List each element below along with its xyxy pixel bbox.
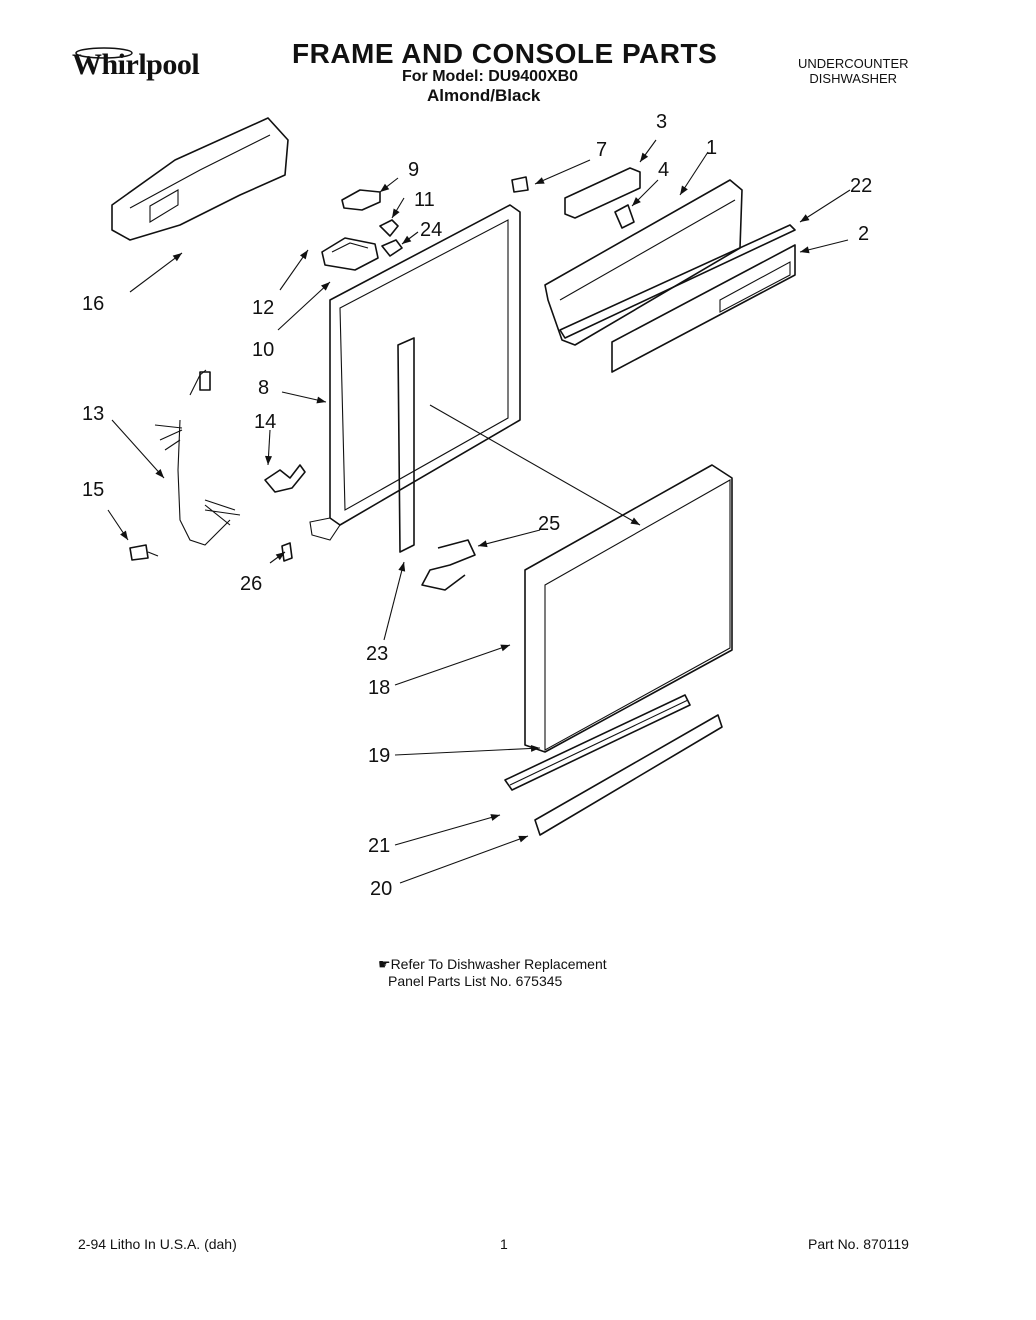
callout-7: 7 xyxy=(596,139,607,161)
callout-26: 26 xyxy=(240,573,262,595)
callout-8: 8 xyxy=(258,377,269,399)
leader-arrowhead-11 xyxy=(535,177,545,184)
leader-arrowhead-8 xyxy=(265,455,273,465)
leader-arrowhead-3 xyxy=(380,183,390,192)
brand-logo: Whirlpool xyxy=(72,48,200,81)
callout-3: 3 xyxy=(656,111,667,133)
part-25-clip xyxy=(421,539,476,591)
part-9-bracket xyxy=(341,189,381,211)
leader-arrowhead-9 xyxy=(120,530,128,540)
part-20-toe-strip xyxy=(534,714,723,836)
leader-arrowhead-4 xyxy=(392,208,400,218)
part-10-switch-housing xyxy=(321,237,379,271)
leader-arrowhead-18 xyxy=(478,540,488,548)
part-15-screw xyxy=(129,544,159,561)
callout-24: 24 xyxy=(420,219,442,241)
callout-11: 11 xyxy=(414,189,435,211)
leader-arrowhead-22 xyxy=(518,835,528,843)
leader-arrowhead-20 xyxy=(530,744,540,752)
callout-21: 21 xyxy=(368,835,390,857)
callout-12: 12 xyxy=(252,297,274,319)
callout-13: 13 xyxy=(82,403,104,425)
part-16-console-housing xyxy=(111,117,289,241)
footer-part-number: Part No. 870119 xyxy=(808,1236,909,1252)
part-18-door-panel xyxy=(524,464,733,753)
part-21-lower-trim xyxy=(504,694,691,791)
callout-14: 14 xyxy=(254,411,276,433)
part-3-bracket xyxy=(564,167,641,219)
leader-arrowhead-23 xyxy=(630,517,640,525)
leader-arrowhead-12 xyxy=(640,152,649,162)
part-13-wire-harness xyxy=(154,369,241,546)
callout-10: 10 xyxy=(252,339,274,361)
callout-9: 9 xyxy=(408,159,419,181)
callout-16: 16 xyxy=(82,293,104,315)
note-line2: Panel Parts List No. 675345 xyxy=(388,973,563,989)
callout-4: 4 xyxy=(658,159,669,181)
leader-arrowhead-1 xyxy=(299,250,308,260)
leader-arrowhead-7 xyxy=(155,468,164,478)
color-variant: Almond/Black xyxy=(427,86,541,105)
part-11-switch xyxy=(379,219,399,237)
part-8-door-frame xyxy=(309,204,521,541)
leader-arrowhead-10 xyxy=(275,552,285,561)
footer-page-number: 1 xyxy=(500,1236,508,1252)
part-1-console xyxy=(544,179,743,346)
callout-labels: 1 2 3 4 7 8 9 10 11 12 13 14 15 16 18 19… xyxy=(82,111,872,900)
callout-25: 25 xyxy=(538,513,560,535)
part-4-clip xyxy=(614,204,635,229)
callout-18: 18 xyxy=(368,677,390,699)
appliance-type-line1: UNDERCOUNTER xyxy=(798,56,909,71)
callout-19: 19 xyxy=(368,745,390,767)
leader-arrowhead-15 xyxy=(800,214,810,222)
leader-arrowhead-16 xyxy=(800,246,810,254)
leader-arrowhead-0 xyxy=(172,253,182,262)
leader-arrowhead-13 xyxy=(632,197,641,206)
callout-1: 1 xyxy=(706,137,717,159)
callout-2: 2 xyxy=(858,223,869,245)
footer-print-info: 2-94 Litho In U.S.A. (dah) xyxy=(78,1236,237,1252)
replacement-panel-note: ☛Refer To Dishwasher Replacement Panel P… xyxy=(378,956,607,990)
part-14-switch xyxy=(264,464,306,493)
callout-22: 22 xyxy=(850,175,872,197)
leader-arrowhead-19 xyxy=(500,644,510,652)
appliance-type-line2: DISHWASHER xyxy=(809,71,898,86)
part-22-trim xyxy=(559,224,796,339)
model-number: For Model: DU9400XB0 xyxy=(402,68,579,85)
leader-arrowhead-6 xyxy=(316,396,326,404)
leader-arrowhead-14 xyxy=(680,185,688,195)
part-2-panel xyxy=(611,244,796,373)
leader-arrowhead-21 xyxy=(490,814,500,821)
brand-swoosh-icon xyxy=(75,47,133,59)
leader-arrowhead-17 xyxy=(398,562,406,572)
leader-arrowhead-2 xyxy=(321,282,330,291)
callout-23: 23 xyxy=(366,643,388,665)
part-26-clip xyxy=(281,542,293,562)
callout-20: 20 xyxy=(370,878,392,900)
part-7-screw xyxy=(511,176,529,193)
part-24-switch xyxy=(381,239,403,257)
leader-arrowhead-5 xyxy=(402,235,412,244)
note-line1: Refer To Dishwasher Replacement xyxy=(390,956,607,972)
appliance-type: UNDERCOUNTER DISHWASHER xyxy=(798,56,909,86)
page-title: FRAME AND CONSOLE PARTS xyxy=(292,38,718,69)
leader-arrowheads xyxy=(120,152,810,843)
part-23-side-strip xyxy=(397,337,415,553)
hand-pointer-icon: ☛ xyxy=(378,956,391,972)
callout-15: 15 xyxy=(82,479,104,501)
